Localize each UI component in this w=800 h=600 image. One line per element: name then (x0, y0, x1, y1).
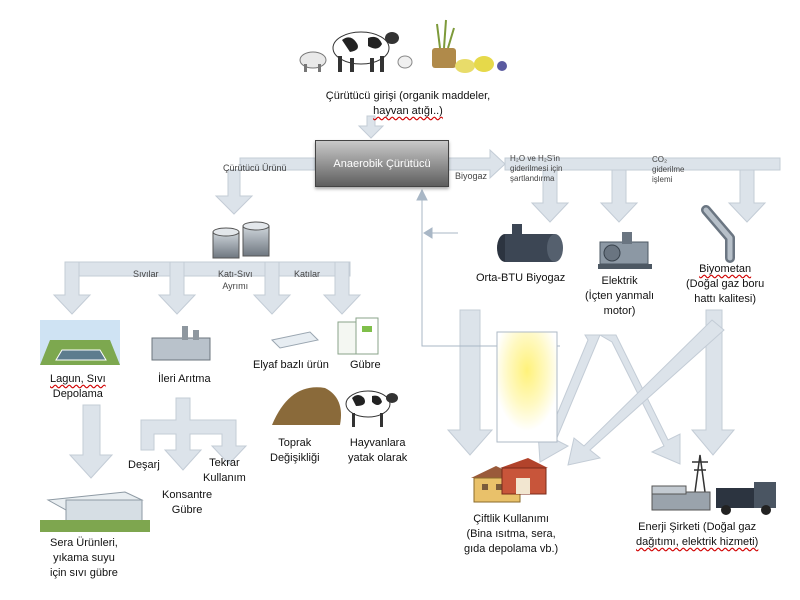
arrow-electric-to-energy (598, 334, 681, 465)
arrow-biomethane-to-farm (567, 319, 725, 466)
treatment-plant-illustration (151, 326, 211, 361)
bedding-label: Hayvanlara yatak olarak (348, 437, 408, 464)
bedding-cow-illustration (345, 390, 398, 427)
pipe-illustration (701, 205, 735, 263)
medium-btu-label: Orta-BTU Biyogaz (476, 272, 566, 284)
greenhouse-label: Sera Ürünleri, yıkama suyu için sıvı güb… (50, 537, 118, 579)
arrow-gas-bus (504, 157, 781, 171)
lagoon-label-line1: Lagun, Sıvı (50, 373, 106, 385)
arrow-input-to-digester (357, 115, 385, 139)
generator-illustration (598, 232, 652, 269)
arrow-advanced-split (140, 397, 248, 471)
farm-use-label: Çiftlik Kullanımı (Bina ısıtma, sera, gı… (464, 513, 559, 555)
anaerobic-digester: Anaerobik Çürütücü (315, 140, 449, 187)
arrow-to-fertilizer (322, 261, 362, 315)
input-label: Çürütücü girişi (organik maddeler, hayva… (308, 89, 508, 119)
fertilizer-label: Gübre (350, 359, 381, 371)
solids-label: Katılar (294, 269, 321, 279)
separation-tanks (212, 221, 270, 259)
concentrate-label: Konsantre Gübre (162, 489, 213, 516)
separation-label: Katı-Sıvı Ayrımı (218, 269, 253, 291)
soil-label: Toprak Değişikliği (270, 437, 320, 464)
biogas-label: Biyogaz (455, 171, 488, 181)
arrow-drop-medium-btu (530, 169, 570, 223)
biogas-tank-illustration (497, 224, 563, 262)
input-label-line2: hayvan atığı..) (373, 105, 443, 117)
energy-company-label: Enerji Şirketi (Doğal gaz dağıtımı, elek… (636, 521, 759, 548)
arrow-btu-to-farm (446, 309, 494, 456)
crops-illustration (432, 19, 507, 73)
energy-label-line2: dağıtımı, elektrik hizmeti) (636, 536, 759, 548)
biomethane-label: Biyometan (Doğal gaz boru hattı kalitesi… (686, 263, 765, 305)
arrow-to-fiber (252, 261, 292, 315)
fertilizer-illustration (337, 317, 379, 355)
greenhouse-illustration (40, 491, 150, 532)
soil-illustration (272, 387, 341, 425)
reuse-label: Tekrar Kullanım (203, 457, 246, 484)
lagoon-label: Lagun, Sıvı Depolama (50, 373, 106, 400)
livestock-illustration (299, 31, 413, 72)
fiber-illustration (270, 331, 320, 349)
arrow-drop-biomethane (727, 169, 767, 223)
digestate-label: Çürütücü Ürünü (223, 163, 287, 173)
arrow-drop-electric (599, 169, 639, 223)
discharge-label: Deşarj (128, 459, 160, 471)
fiber-product-label: Elyaf bazlı ürün (253, 359, 329, 371)
biomethane-label-line1: Biyometan (699, 263, 752, 275)
liquids-label: Sıvılar (133, 269, 159, 279)
arrow-biogas (446, 148, 506, 180)
lagoon-illustration (40, 320, 120, 365)
electric-label: Elektrik (İçten yanmalı motor) (585, 275, 655, 317)
farm-buildings-illustration (471, 458, 548, 503)
arrow-lagoon-to-greenhouse (68, 404, 114, 479)
arrow-to-lagoon (52, 261, 92, 315)
co2-treatment-label: CO₂ giderilme işlemi (652, 155, 685, 184)
energy-company-illustration (651, 454, 776, 515)
arrow-to-advanced (157, 261, 197, 315)
advanced-treatment-label: İleri Arıtma (158, 373, 211, 385)
heat-box (496, 331, 558, 443)
arrow-digestate (214, 157, 316, 215)
return-connector (416, 188, 560, 347)
h2s-treatment-label: H₂O ve H₂S'in giderilmesi için şartlandı… (510, 154, 563, 183)
